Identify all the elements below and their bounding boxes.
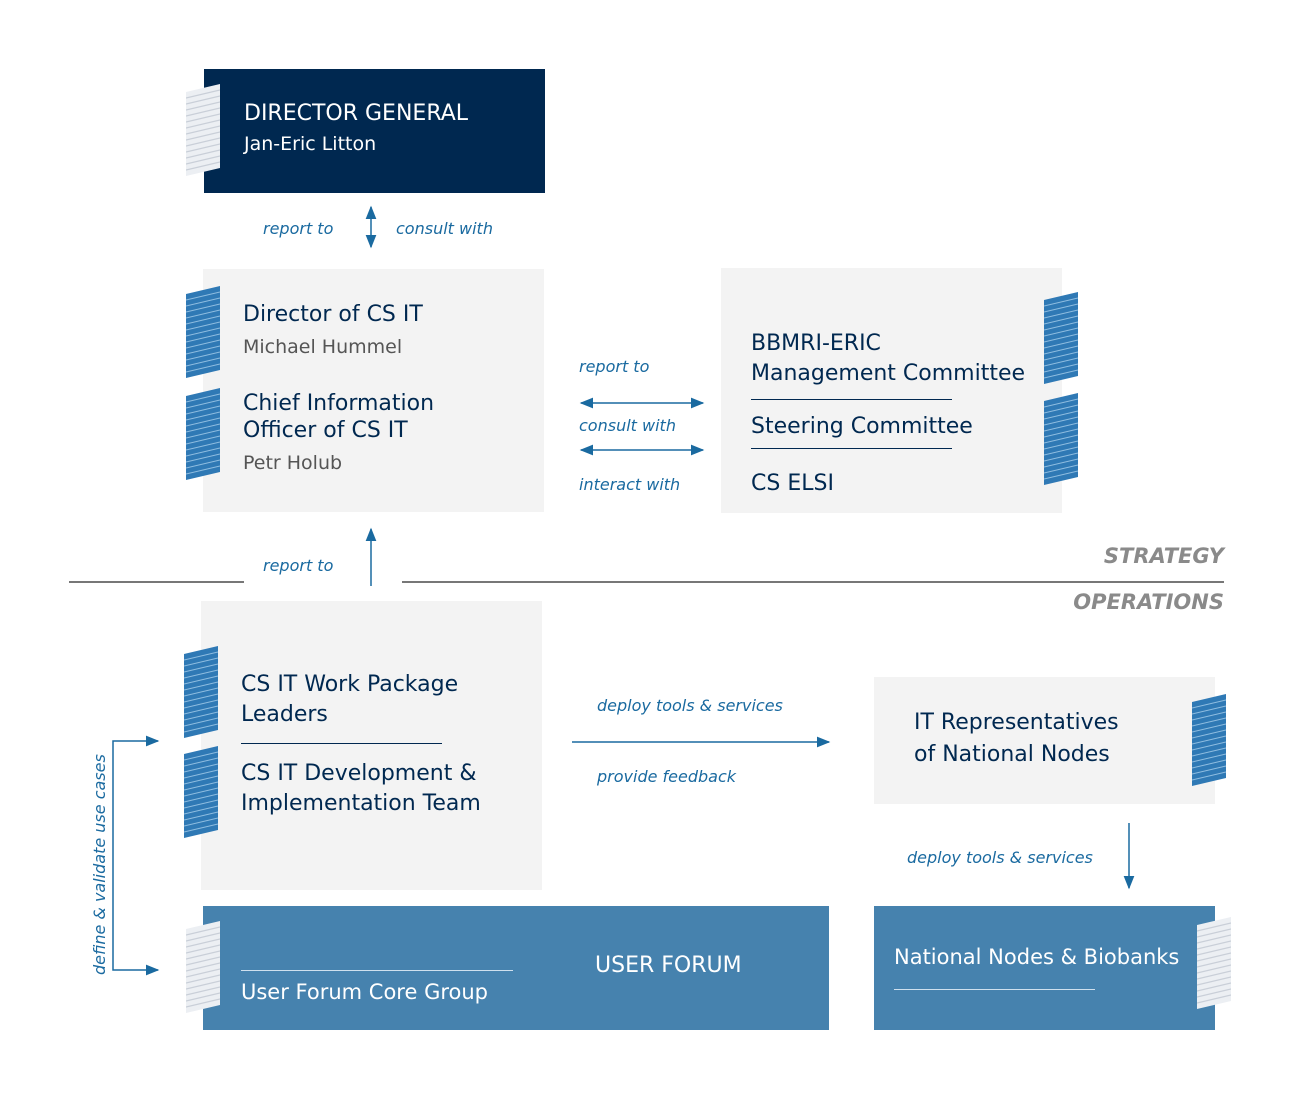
director-general-title: DIRECTOR GENERAL [244,101,469,126]
stripe-decoration [186,388,220,480]
director-cs-it-name: Michael Hummel [243,336,403,358]
stripe-decoration [1044,292,1078,384]
mid-consult-label: consult with [579,416,676,435]
stripe-decoration [1197,917,1231,1009]
stripe-decoration [186,84,220,176]
it-representatives-box: IT Representatives of National Nodes [874,677,1215,804]
management-committee-line2: Management Committee [751,361,1026,386]
stripe-decoration [184,646,218,738]
committee-divider-1 [751,399,952,400]
cs-elsi: CS ELSI [751,471,834,496]
cio-title-line1: Chief Information [243,391,435,416]
national-nodes-divider [894,989,1095,990]
user-forum-box: USER FORUM User Forum Core Group [203,906,829,1030]
mid-report-label: report to [579,357,650,376]
steering-committee: Steering Committee [751,414,973,439]
strategy-line-right [402,581,1224,583]
it-representatives-line2: of National Nodes [914,742,1110,767]
define-bracket [112,735,160,976]
mid-interact-label: interact with [579,475,681,494]
dg-report-label: report to [263,219,334,238]
stripe-decoration [184,746,218,838]
work-package-leaders-line1: CS IT Work Package [241,672,459,697]
stripe-decoration [186,286,220,378]
cio-title-line2: Officer of CS IT [243,418,408,443]
user-forum-divider [241,970,513,971]
director-cio-box: Director of CS IT Michael Hummel Chief I… [203,269,544,512]
user-forum-title: USER FORUM [595,953,742,978]
work-package-divider [241,743,442,744]
deploy-down-label: deploy tools & services [907,848,1093,867]
work-package-leaders-line2: Leaders [241,702,328,727]
director-general-name: Jan-Eric Litton [244,133,377,155]
it-representatives-line1: IT Representatives [914,710,1119,735]
committee-divider-2 [751,448,952,449]
define-label: define & validate use cases [90,754,109,975]
committees-box: BBMRI-ERIC Management Committee Steering… [721,268,1062,513]
ops-report-label: report to [263,556,334,575]
director-cs-it-title: Director of CS IT [243,302,423,327]
operations-label: OPERATIONS [1073,590,1224,614]
stripe-decoration [1044,393,1078,485]
strategy-label: STRATEGY [1103,544,1224,568]
national-nodes-box: National Nodes & Biobanks [874,906,1215,1030]
dev-team-line2: Implementation Team [241,791,481,816]
stripe-decoration [186,921,220,1013]
management-committee-line1: BBMRI-ERIC [751,331,881,356]
dev-team-line1: CS IT Development & [241,761,477,786]
dg-consult-label: consult with [396,219,493,238]
director-general-box: DIRECTOR GENERAL Jan-Eric Litton [204,69,545,193]
strategy-line-left [69,581,244,583]
national-nodes-title: National Nodes & Biobanks [894,945,1180,969]
deploy-label: deploy tools & services [597,696,783,715]
user-forum-core-group: User Forum Core Group [241,980,489,1004]
cio-name: Petr Holub [243,452,343,474]
stripe-decoration [1192,694,1226,786]
work-package-box: CS IT Work Package Leaders CS IT Develop… [201,601,542,890]
feedback-label: provide feedback [597,767,737,786]
